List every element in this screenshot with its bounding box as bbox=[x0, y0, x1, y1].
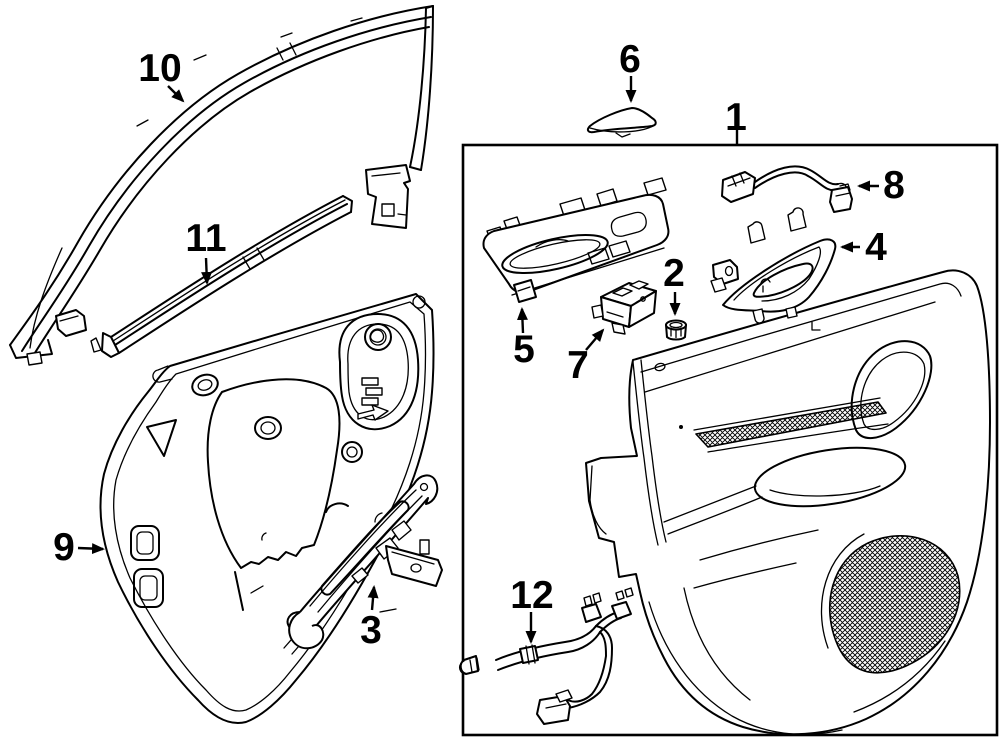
window-switch bbox=[591, 280, 657, 335]
callout-5: 5 bbox=[513, 328, 535, 371]
callout-6: 6 bbox=[619, 38, 641, 81]
callout-1: 1 bbox=[725, 96, 747, 139]
inset-box bbox=[461, 143, 999, 737]
window-regulator bbox=[286, 474, 443, 650]
callout-labels: 1 2 3 4 5 6 7 8 9 10 11 12 bbox=[53, 38, 905, 652]
callout-8: 8 bbox=[883, 164, 905, 207]
switch-bezel bbox=[482, 177, 670, 303]
window-run-channel bbox=[9, 5, 434, 366]
callout-12: 12 bbox=[510, 574, 553, 617]
callout-arrow-10 bbox=[167, 85, 185, 103]
door-harness bbox=[458, 587, 634, 725]
callout-arrow-5 bbox=[516, 307, 528, 334]
callout-arrow-9 bbox=[77, 543, 105, 555]
inside-handle bbox=[710, 207, 837, 324]
door-trim-panel bbox=[585, 269, 991, 736]
callout-10: 10 bbox=[138, 47, 181, 90]
door-shell bbox=[99, 293, 435, 724]
wire-pigtail bbox=[721, 165, 853, 213]
callout-arrow-7 bbox=[585, 328, 605, 351]
callout-7: 7 bbox=[567, 344, 589, 387]
nut-grommet bbox=[665, 319, 687, 341]
callout-3: 3 bbox=[360, 609, 382, 652]
callout-arrow-11 bbox=[201, 257, 213, 285]
callout-arrows bbox=[77, 76, 879, 644]
callout-11: 11 bbox=[185, 217, 226, 260]
callout-9: 9 bbox=[53, 526, 75, 569]
corner-cover bbox=[586, 107, 657, 138]
callout-4: 4 bbox=[865, 226, 887, 269]
callout-2: 2 bbox=[663, 252, 685, 295]
callout-arrow-3 bbox=[367, 585, 379, 611]
belt-weatherstrip bbox=[90, 195, 353, 358]
